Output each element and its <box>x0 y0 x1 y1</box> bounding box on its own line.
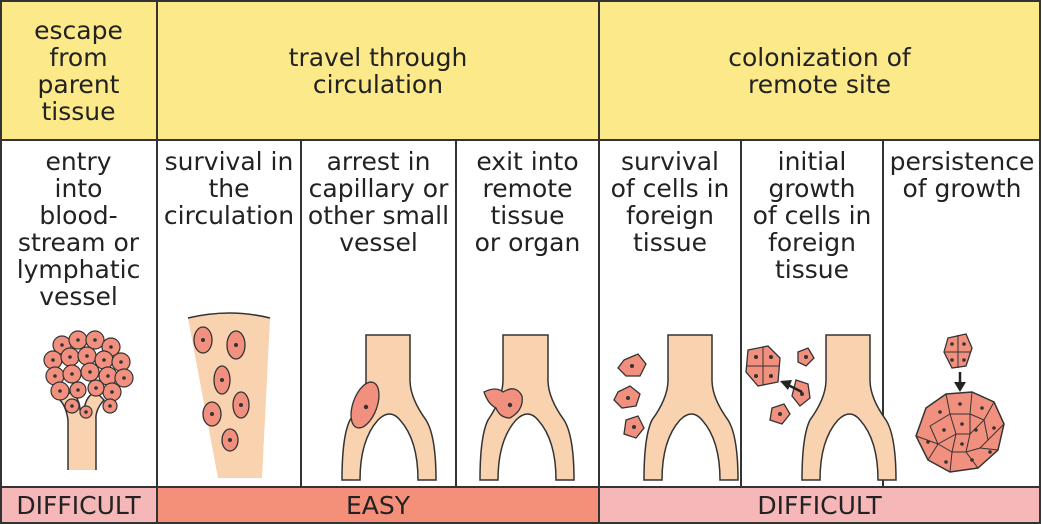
survival-foreign-tissue-illustration <box>614 335 738 480</box>
persistence-growth-illustration <box>916 334 1004 472</box>
exiting-cell-illustration <box>480 335 574 480</box>
tumor-entering-vessel-illustration <box>44 331 133 470</box>
cells-in-circulation-illustration <box>188 313 270 478</box>
arrested-cell-illustration <box>342 335 436 480</box>
initial-growth-illustration <box>746 335 896 480</box>
